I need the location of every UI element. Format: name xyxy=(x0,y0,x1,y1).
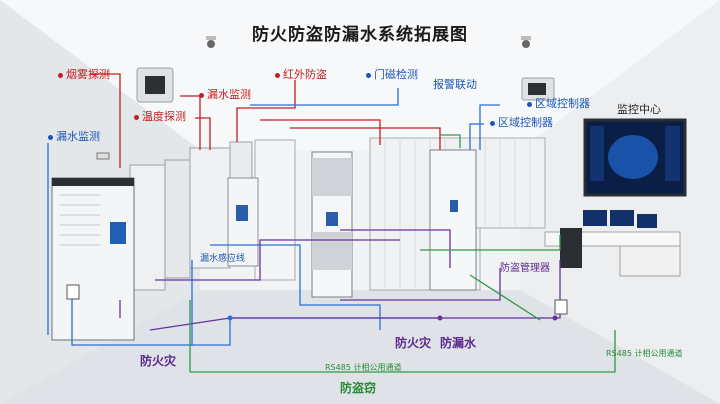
label-leak-top: 漏水监测 xyxy=(199,88,251,101)
label-infrared: 红外防盗 xyxy=(275,68,327,81)
label-alarm: 报警联动 xyxy=(433,78,477,91)
sensor-box xyxy=(554,299,568,315)
precision-ac-cabinet-center xyxy=(311,151,353,298)
label-leak-line: 漏水感应线 xyxy=(200,254,246,264)
monitoring-screen xyxy=(583,118,687,197)
bullet-dot-icon xyxy=(490,120,495,126)
label-waterproof: 防漏水 xyxy=(440,336,477,350)
ceiling-camera-icon xyxy=(206,36,216,48)
bullet-dot-icon xyxy=(199,92,204,98)
label-rs485-right: RS485 计相公用通道 xyxy=(606,349,683,358)
bullet-dot-icon xyxy=(366,72,371,78)
bullet-dot-icon xyxy=(527,101,532,107)
label-rs485-center: RS485 计相公用通道 xyxy=(325,363,402,372)
operator-desk xyxy=(544,210,681,277)
label-monitor: 监控中心 xyxy=(617,103,661,116)
ceiling-camera-icon xyxy=(521,36,531,48)
label-smoke: 烟雾探测 xyxy=(58,68,110,81)
label-door: 门磁检测 xyxy=(366,68,418,81)
label-fire-bottom: 防火灾 xyxy=(140,354,177,368)
bullet-dot-icon xyxy=(48,134,53,140)
bullet-dot-icon xyxy=(275,72,280,78)
precision-ac-cabinet-middle xyxy=(227,177,259,267)
bullet-dot-icon xyxy=(134,114,139,120)
ceiling xyxy=(0,0,720,150)
label-fire-center: 防火灾 xyxy=(395,336,432,350)
fire-control-cabinet xyxy=(51,177,135,341)
sensor-box xyxy=(66,284,80,300)
bullet-dot-icon xyxy=(58,72,63,78)
label-zone2: 区域控制器 xyxy=(490,116,553,129)
right-rack-cabinet xyxy=(429,149,477,291)
label-temp: 温度探测 xyxy=(134,110,186,123)
label-zone1: 区域控制器 xyxy=(527,97,590,110)
wall-ac-unit xyxy=(521,77,555,101)
green-signal-lines xyxy=(189,134,616,373)
server-rack-left-group xyxy=(129,141,253,291)
label-theft-host: 防盗管理器 xyxy=(500,263,550,274)
wall-ac-unit xyxy=(136,67,174,103)
label-leak-left: 漏水监测 xyxy=(48,130,100,143)
junction-nodes xyxy=(227,315,558,321)
camera-icon xyxy=(96,152,110,160)
right-wall xyxy=(520,0,720,404)
diagram-title: 防火防盗防漏水系统拓展图 xyxy=(252,25,468,45)
label-theft: 防盗窃 xyxy=(340,381,377,395)
